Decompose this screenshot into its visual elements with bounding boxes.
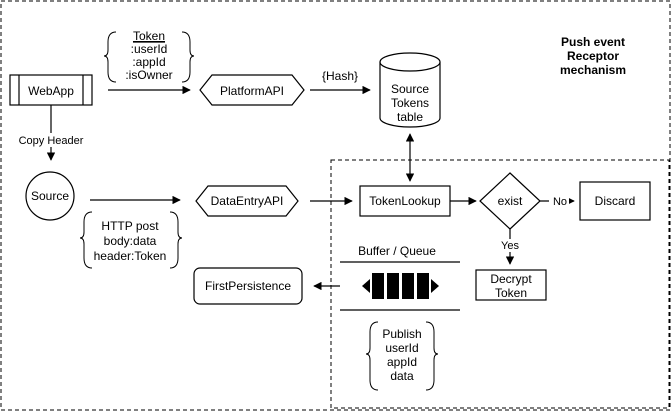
firstpersistence-label: FirstPersistence	[205, 279, 291, 293]
tokens-table-line-1: Source	[391, 82, 429, 96]
webapp-node: WebApp	[9, 74, 93, 106]
exist-decision: exist	[479, 172, 541, 230]
queue-icon	[362, 273, 439, 299]
dataentryapi-label: DataEntryAPI	[211, 194, 284, 208]
source-node: Source	[25, 171, 75, 221]
decrypt-token-node: Decrypt Token	[475, 269, 547, 301]
firstpersistence-node: FirstPersistence	[193, 267, 303, 305]
publish-line-2: userId	[385, 341, 418, 355]
decrypt-line-2: Token	[495, 286, 527, 300]
buffer-queue-label: Buffer / Queue	[358, 244, 436, 258]
http-post-line-2: body:data	[104, 234, 157, 248]
tokens-table-line-2: Tokens	[391, 96, 429, 110]
discard-label: Discard	[595, 194, 636, 208]
source-tokens-table: Source Tokens table	[379, 52, 441, 128]
discard-node: Discard	[579, 181, 651, 221]
title-line-1: Push event	[561, 35, 625, 49]
copy-header-label: Copy Header	[19, 135, 84, 147]
token-field-appid: :appId	[132, 55, 165, 69]
yes-label: Yes	[501, 240, 519, 252]
token-note: Token :userId :appId :isOwner	[103, 29, 195, 83]
receptor-boundary	[330, 159, 670, 409]
publish-line-3: appId	[387, 355, 417, 369]
tokenlookup-node: TokenLookup	[359, 185, 451, 217]
http-post-note: HTTP post body:data header:Token	[79, 211, 183, 269]
token-field-isowner: :isOwner	[125, 68, 172, 82]
publish-note: Publish userId appId data	[365, 321, 439, 391]
webapp-label: WebApp	[28, 84, 74, 98]
http-post-line-1: HTTP post	[101, 219, 159, 233]
hash-label: {Hash}	[322, 69, 358, 83]
token-field-userid: :userId	[131, 42, 168, 56]
publish-line-4: data	[390, 369, 414, 383]
title-line-3: mechanism	[560, 63, 626, 77]
no-label: No	[553, 196, 567, 208]
decrypt-line-1: Decrypt	[490, 272, 532, 286]
token-heading: Token	[133, 29, 165, 43]
publish-line-1: Publish	[382, 327, 421, 341]
dataentryapi-node: DataEntryAPI	[195, 185, 299, 217]
platformapi-node: PlatformAPI	[199, 74, 305, 106]
title-line-2: Receptor	[567, 49, 619, 63]
tokens-table-line-3: table	[397, 110, 423, 124]
http-post-line-3: header:Token	[94, 249, 167, 263]
source-label: Source	[31, 189, 69, 203]
platformapi-label: PlatformAPI	[220, 84, 284, 98]
tokenlookup-label: TokenLookup	[369, 194, 441, 208]
exist-label: exist	[498, 194, 523, 208]
diagram-title: Push event Receptor mechanism	[560, 35, 626, 77]
